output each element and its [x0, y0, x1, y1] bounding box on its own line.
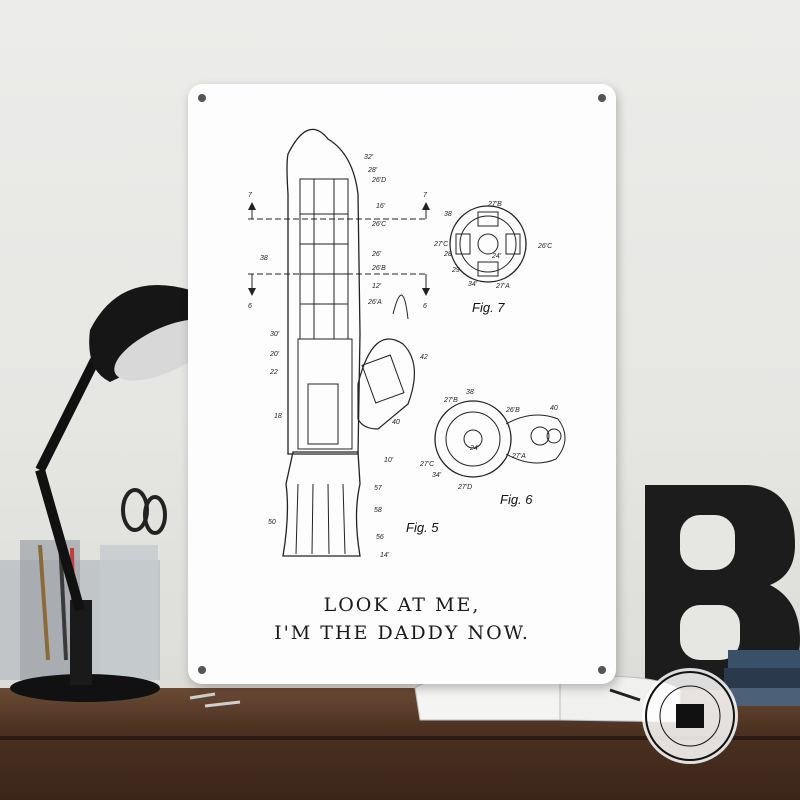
- watermark-badge: [642, 668, 738, 764]
- part-label: 50: [268, 519, 276, 526]
- part-label: 26'A: [367, 299, 382, 306]
- fig7-label: 34': [468, 281, 478, 288]
- fig7-label: 29: [451, 267, 460, 274]
- part-label: 58: [374, 507, 382, 514]
- section-mark-6-right: 6: [423, 303, 427, 310]
- part-label: 42: [420, 354, 428, 361]
- part-label: 56: [376, 534, 384, 541]
- fig7-label: 27'B: [487, 201, 502, 208]
- mounting-hole-bottom-right: [598, 666, 606, 674]
- fig6-label: 27'D: [457, 484, 472, 491]
- part-label: 40: [392, 419, 400, 426]
- part-label: 26'C: [371, 221, 387, 228]
- mounting-screws: [189, 692, 241, 708]
- part-label: 10': [384, 457, 394, 464]
- part-label: 12': [372, 283, 382, 290]
- fig6-label: 27'A: [511, 453, 526, 460]
- shelf-edge: [0, 736, 800, 740]
- fig7-label: 24': [491, 253, 502, 260]
- mounting-hole-top-left: [198, 94, 206, 102]
- mounting-hole-bottom-left: [198, 666, 206, 674]
- fig6-label: 24': [469, 445, 480, 452]
- fig6-label: 40: [550, 405, 558, 412]
- part-label: 14': [380, 552, 390, 559]
- book-stack: [724, 650, 800, 706]
- desk-organizer: [0, 488, 167, 680]
- section-mark-6-left: 6: [248, 303, 252, 310]
- patent-drawing: 7 7 6 6 32' 28' 26'D 16' 26'C 26' 26'B 1…: [248, 128, 566, 559]
- mounting-hole-top-right: [598, 94, 606, 102]
- part-label: 38: [260, 255, 268, 262]
- fig7-label: 27'C: [433, 241, 449, 248]
- fig7-label: 27'A: [495, 283, 510, 290]
- part-label: 32': [364, 154, 374, 161]
- fig6-label: 27'C: [419, 461, 435, 468]
- section-mark-7-right: 7: [423, 192, 428, 199]
- part-label: 18: [274, 413, 282, 420]
- fig7-label: 38: [444, 211, 452, 218]
- part-label: 26'D: [371, 177, 386, 184]
- part-label: 30': [270, 331, 280, 338]
- part-label: 26': [371, 251, 382, 258]
- decorative-letter-b: [645, 485, 800, 690]
- fig6-label: 27'B: [443, 397, 458, 404]
- section-mark-7-left: 7: [248, 192, 253, 199]
- caption-line-1: LOOK AT ME,: [323, 594, 481, 616]
- part-label: 16': [376, 203, 386, 210]
- part-label: 22: [269, 369, 278, 376]
- fig5-caption: Fig. 5: [406, 520, 439, 535]
- fig7-label: 28: [443, 251, 452, 258]
- fig7-label: 26'C: [537, 243, 553, 250]
- metal-sign: 7 7 6 6 32' 28' 26'D 16' 26'C 26' 26'B 1…: [188, 84, 616, 684]
- fig7-caption: Fig. 7: [472, 300, 505, 315]
- fig6-label: 34': [432, 472, 442, 479]
- fig6-caption: Fig. 6: [500, 492, 533, 507]
- caption-line-2: I'M THE DADDY NOW.: [274, 622, 530, 644]
- part-label: 26'B: [371, 265, 386, 272]
- part-label: 20': [269, 351, 280, 358]
- fig6-label: 26'B: [505, 407, 520, 414]
- fig6-label: 38: [466, 389, 474, 396]
- part-label: 57: [374, 485, 383, 492]
- part-label: 28': [367, 167, 378, 174]
